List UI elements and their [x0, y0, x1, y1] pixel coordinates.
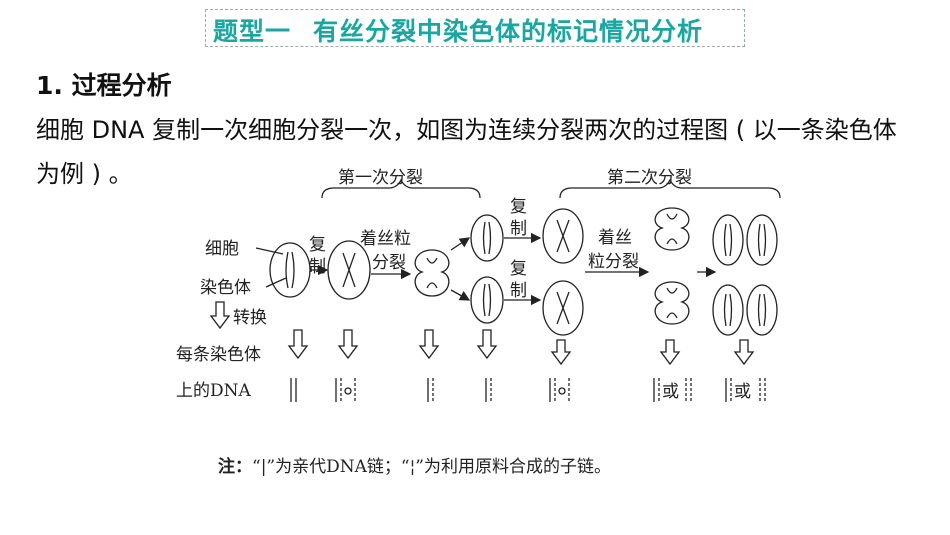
first-division-brace	[321, 178, 481, 199]
or-label-2: 或	[734, 382, 751, 402]
chromosome-label: 染色体	[200, 278, 251, 298]
centromere-1a: 着丝粒	[360, 229, 411, 249]
cell-4b	[470, 276, 504, 324]
cell-5a	[542, 208, 584, 264]
first-division-label: 第一次分裂	[338, 168, 423, 188]
second-division-brace	[559, 178, 781, 199]
convert-label: 转换	[233, 308, 267, 328]
replicate-1a: 复	[309, 235, 326, 255]
cell-4a	[470, 214, 504, 262]
dna-symbols	[290, 378, 766, 402]
page-title: 题型一有丝分裂中染色体的标记情况分析	[213, 17, 704, 46]
cell-7c	[712, 284, 744, 336]
cell-1	[269, 242, 311, 298]
down-arrows	[209, 301, 755, 366]
centromere-2a: 着丝	[598, 228, 632, 248]
cell-6b	[654, 281, 690, 325]
replicate-3a: 复	[510, 259, 527, 279]
centromere-1b: 分裂	[372, 253, 406, 273]
cell-7a	[712, 214, 744, 266]
replicate-2b: 制	[510, 219, 527, 239]
second-division-label: 第二次分裂	[607, 168, 692, 188]
replicate-2a: 复	[510, 197, 527, 217]
cell-3	[414, 249, 450, 297]
footnote: 注：“|”为亲代DNA链；“¦”为利用原料合成的子链。	[218, 457, 611, 477]
cell-label: 细胞	[205, 239, 239, 259]
section-heading: 1. 过程分析	[36, 71, 172, 100]
intro-paragraph: 细胞 DNA 复制一次细胞分裂一次，如图为连续分裂两次的过程图 ( 以一条染色体…	[36, 116, 897, 188]
cell-7d	[746, 284, 778, 336]
cell-5b	[542, 280, 584, 336]
centromere-2b: 粒分裂	[588, 252, 639, 272]
per-chromosome-label: 每条染色体	[176, 345, 261, 365]
replicate-1b: 制	[309, 257, 326, 277]
title-frame	[205, 9, 745, 47]
cell-7b	[746, 214, 778, 266]
replicate-3b: 制	[510, 281, 527, 301]
or-label-1: 或	[662, 382, 679, 402]
dna-label: 上的DNA	[176, 381, 252, 401]
cell-6a	[654, 207, 690, 251]
